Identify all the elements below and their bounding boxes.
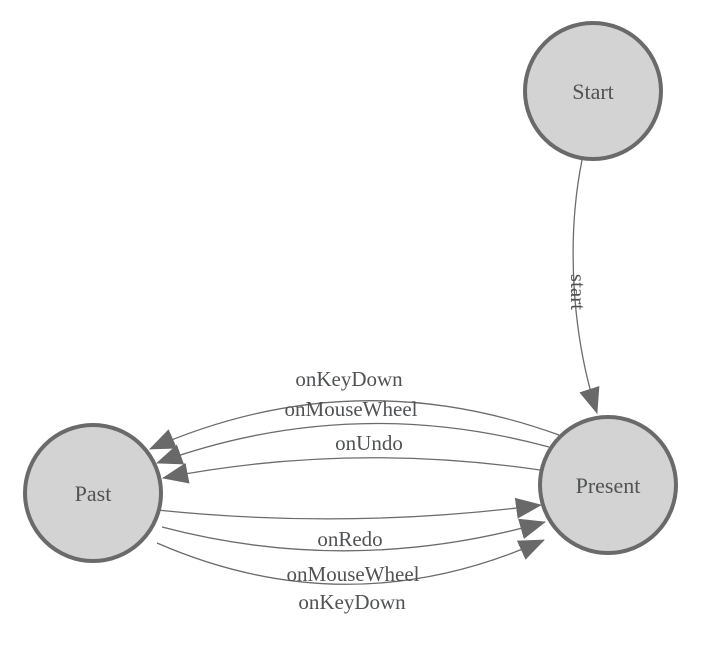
edge-label-present-to-past-onundo: onUndo <box>335 431 403 455</box>
edge-label-start-to-present: start <box>566 274 590 310</box>
edge-label-present-to-past-onkeydown: onKeyDown <box>295 367 403 391</box>
transition-edge-past-to-present-onredo <box>156 497 542 520</box>
transition-edge-present-to-past-onkeydown <box>149 400 560 450</box>
edge-label-past-to-present-onmousewheel: onMouseWheel <box>287 562 420 586</box>
transition-edge-past-to-present-onmousewheel <box>161 518 546 552</box>
state-node-present <box>538 415 678 555</box>
edge-label-present-to-past-onmousewheel: onMouseWheel <box>285 397 418 421</box>
state-node-start <box>523 21 663 161</box>
transition-edge-present-to-past-onmousewheel <box>156 422 550 465</box>
transition-edge-past-to-present-onkeydown <box>156 539 545 585</box>
transition-edge-present-to-past-onundo <box>162 457 541 484</box>
state-node-label-past: Past <box>75 481 112 506</box>
state-node-past <box>23 423 163 563</box>
edge-label-past-to-present-onredo: onRedo <box>317 527 382 551</box>
state-node-label-start: Start <box>572 79 614 104</box>
edge-label-past-to-present-onkeydown: onKeyDown <box>298 590 406 614</box>
transition-edge-start-to-present <box>572 159 600 414</box>
state-node-label-present: Present <box>576 473 641 498</box>
